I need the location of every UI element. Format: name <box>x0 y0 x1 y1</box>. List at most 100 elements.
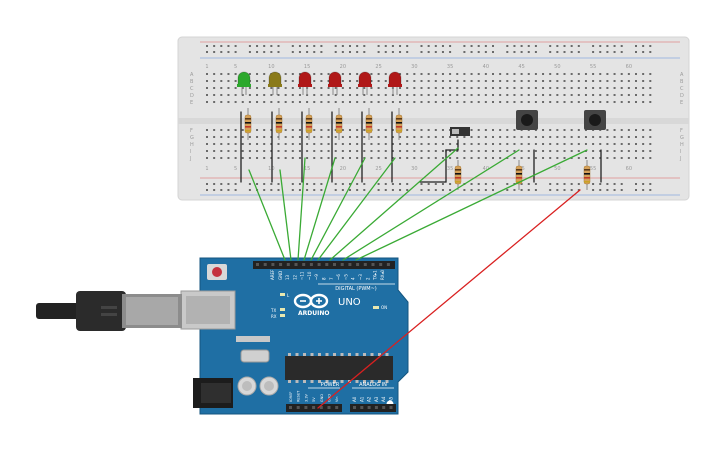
wire[interactable] <box>279 169 292 261</box>
digital-pin-label: RX◂0 <box>380 269 385 280</box>
breadboard-hole <box>549 143 552 145</box>
slide-switch[interactable] <box>450 127 470 136</box>
rail-hole <box>649 51 652 53</box>
breadboard-hole <box>649 129 652 131</box>
breadboard-hole <box>263 150 266 152</box>
rail-hole <box>313 45 316 47</box>
pushbutton-2[interactable] <box>584 110 606 130</box>
rail-hole <box>270 189 273 191</box>
led[interactable] <box>298 71 312 95</box>
breadboard-hole <box>649 101 652 103</box>
breadboard-hole <box>527 73 530 75</box>
breadboard-hole <box>592 73 595 75</box>
breadboard-hole <box>313 94 316 96</box>
rail-hole <box>549 51 552 53</box>
breadboard-hole <box>413 157 416 159</box>
rail-hole <box>270 183 273 185</box>
wire[interactable] <box>317 189 581 409</box>
breadboard-hole <box>542 94 545 96</box>
breadboard-hole <box>499 94 502 96</box>
breadboard-hole <box>413 73 416 75</box>
breadboard-hole <box>377 73 380 75</box>
breadboard-hole <box>627 101 630 103</box>
wire[interactable] <box>248 169 286 261</box>
breadboard-hole <box>420 150 423 152</box>
resistor[interactable] <box>305 108 313 140</box>
resistor[interactable] <box>244 108 252 140</box>
breadboard-hole <box>577 73 580 75</box>
resistor[interactable] <box>365 108 373 140</box>
breadboard-hole <box>520 101 523 103</box>
breadboard-hole <box>241 87 244 89</box>
rail-hole <box>248 51 251 53</box>
digital-header-pins <box>256 263 390 266</box>
wire[interactable] <box>342 149 520 261</box>
breadboard-hole <box>649 94 652 96</box>
led[interactable] <box>388 71 402 95</box>
wire[interactable] <box>303 157 336 261</box>
breadboard-hole <box>227 157 230 159</box>
atmega-chip-pins <box>288 353 389 383</box>
breadboard-hole <box>284 129 287 131</box>
resistor[interactable] <box>454 160 462 190</box>
breadboard-hole <box>477 150 480 152</box>
breadboard-hole <box>341 129 344 131</box>
wire[interactable] <box>355 149 588 261</box>
analog-pin-label: A1 <box>359 396 364 402</box>
breadboard-hole <box>499 87 502 89</box>
rail-hole <box>520 189 523 191</box>
breadboard-hole <box>291 129 294 131</box>
breadboard-hole <box>477 80 480 82</box>
rail-hole <box>256 45 259 47</box>
rail-hole <box>427 51 430 53</box>
breadboard-hole <box>542 87 545 89</box>
breadboard-hole <box>363 136 366 138</box>
breadboard-hole <box>477 143 480 145</box>
breadboard-hole <box>384 157 387 159</box>
breadboard-hole <box>577 87 580 89</box>
breadboard-hole <box>492 80 494 82</box>
resistor[interactable] <box>275 108 283 140</box>
rail-hole <box>291 51 294 53</box>
wire[interactable] <box>310 157 366 261</box>
breadboard-hole <box>248 143 251 145</box>
breadboard-hole <box>406 157 409 159</box>
wire[interactable] <box>317 157 396 261</box>
reset-button-cap[interactable] <box>212 267 222 277</box>
resistor[interactable] <box>395 108 403 140</box>
l-led <box>280 293 285 296</box>
pushbutton-1[interactable] <box>516 110 538 130</box>
wire[interactable] <box>329 147 459 261</box>
column-number: 15 <box>304 64 310 70</box>
breadboard-hole <box>570 94 573 96</box>
rail-hole <box>227 45 230 47</box>
breadboard-hole <box>227 101 230 103</box>
breadboard-hole <box>563 157 566 159</box>
resistor[interactable] <box>335 108 343 140</box>
breadboard-hole <box>341 136 344 138</box>
breadboard-hole <box>584 136 587 138</box>
resistor[interactable] <box>515 160 523 190</box>
column-number: 5 <box>234 166 237 172</box>
breadboard-hole <box>570 73 573 75</box>
breadboard-hole <box>234 73 237 75</box>
wire[interactable] <box>419 149 447 183</box>
breadboard-hole <box>406 73 409 75</box>
breadboard-hole <box>620 73 623 75</box>
breadboard-hole <box>527 143 530 145</box>
led[interactable] <box>237 71 251 95</box>
rail-hole <box>606 183 609 185</box>
breadboard-hole <box>298 157 301 159</box>
led[interactable] <box>328 71 342 95</box>
breadboard-hole <box>463 136 466 138</box>
rail-hole <box>356 189 359 191</box>
breadboard-hole <box>549 136 552 138</box>
rail-hole <box>556 51 559 53</box>
led[interactable] <box>358 71 372 95</box>
digital-pin-label: 12 <box>292 274 297 280</box>
resistor[interactable] <box>583 160 591 190</box>
row-letter: I <box>190 149 191 155</box>
led[interactable] <box>268 71 282 95</box>
breadboard-hole <box>334 101 337 103</box>
wire[interactable] <box>297 157 306 261</box>
